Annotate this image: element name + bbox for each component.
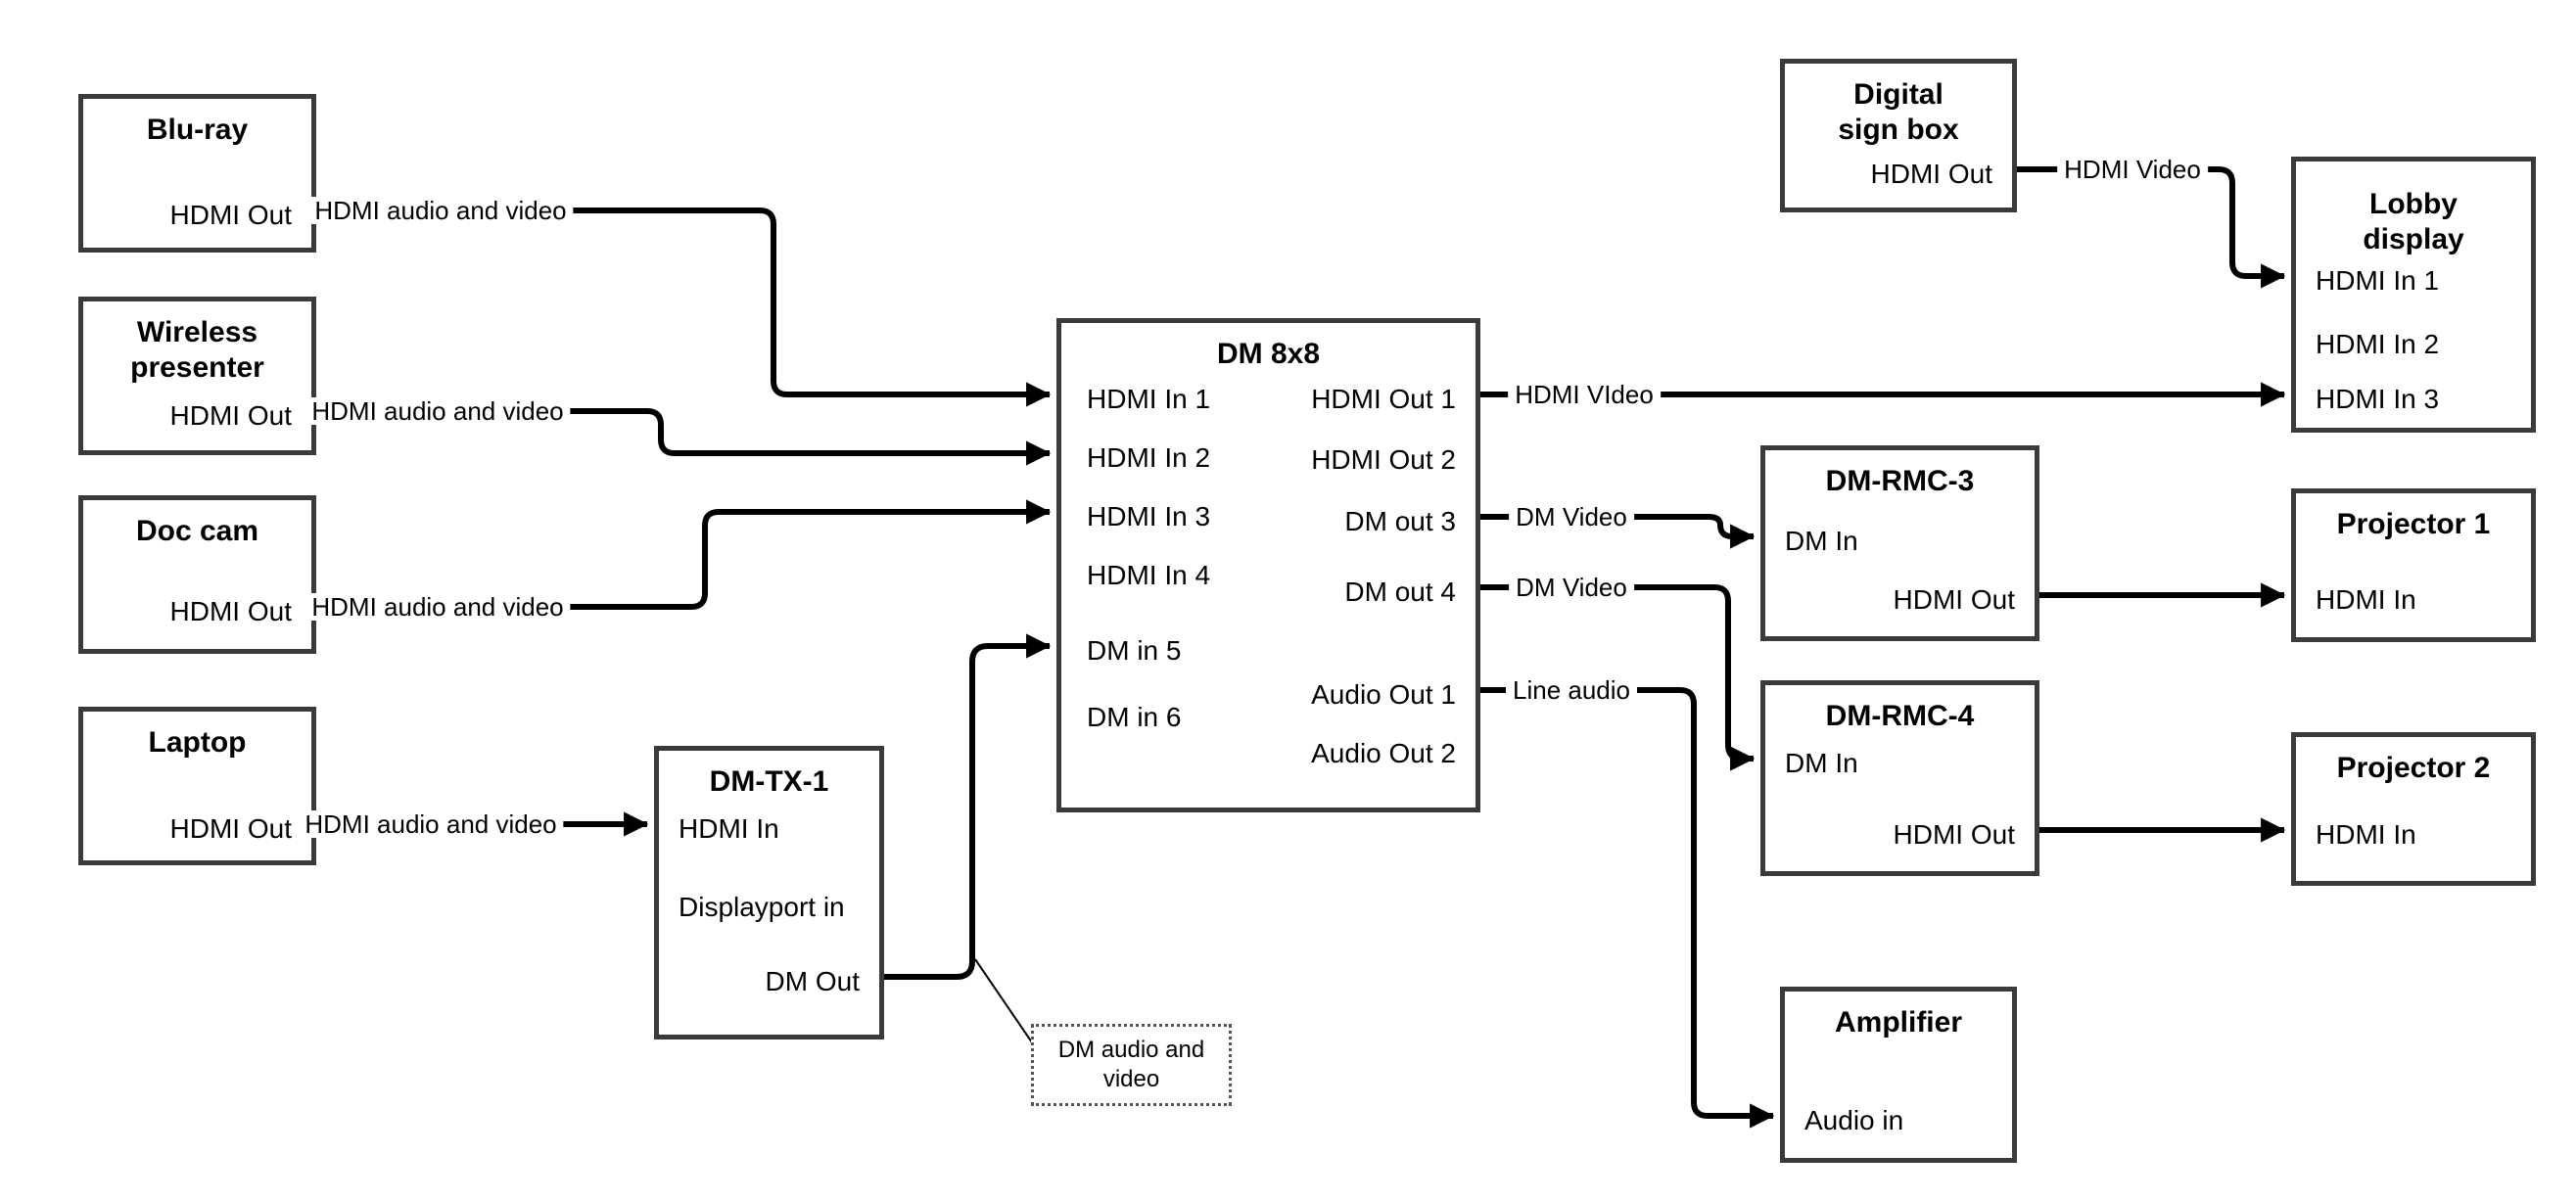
- node-title: Digital sign box: [1838, 78, 1959, 146]
- node-title: Wireless presenter: [130, 316, 264, 384]
- node-dm-rmc-3: DM-RMC-3 DM In HDMI Out: [1760, 445, 2039, 641]
- edge-label-hdmi-av-wireless: HDMI audio and video: [304, 397, 571, 425]
- port-hdmi-in-2: HDMI In 2: [2316, 329, 2440, 359]
- node-title: DM 8x8: [1216, 338, 1321, 370]
- port-dm-in-6: DM in 6: [1087, 702, 1182, 732]
- edge-label-hdmi-av-laptop: HDMI audio and video: [298, 810, 564, 838]
- node-wireless-presenter: Wireless presenter HDMI Out: [78, 297, 316, 455]
- edge-wireless-to-hdmi-in2: [316, 408, 1052, 466]
- port-hdmi-out-2: HDMI Out 2: [1311, 444, 1456, 475]
- node-dm-tx-1: DM-TX-1 HDMI In Displayport in DM Out: [654, 746, 884, 1039]
- port-hdmi-out-1: HDMI Out 1: [1311, 384, 1456, 414]
- node-title: Amplifier: [1834, 1006, 1963, 1039]
- note-text: DM audio and video: [1057, 1037, 1205, 1092]
- port-hdmi-out: HDMI Out: [1870, 159, 1992, 189]
- port-hdmi-in: HDMI In: [2316, 584, 2416, 615]
- edge-dm-out4-to-rmc4: [1480, 584, 1756, 771]
- port-hdmi-out: HDMI Out: [169, 200, 292, 230]
- edge-label-hdmi-video-out1: HDMI VIdeo: [1508, 381, 1661, 408]
- edge-bluray-to-hdmi-in1: [316, 208, 1052, 407]
- edge-label-dm-video-out4: DM Video: [1509, 574, 1634, 601]
- port-audio-in: Audio in: [1804, 1105, 1904, 1135]
- port-dm-in: DM In: [1785, 526, 1858, 556]
- edge-label-dm-video-out3: DM Video: [1509, 503, 1634, 531]
- node-title: Lobby display: [2363, 188, 2464, 255]
- port-audio-out-1: Audio Out 1: [1311, 679, 1456, 710]
- node-lobby-display: Lobby display HDMI In 1 HDMI In 2 HDMI I…: [2291, 157, 2536, 433]
- node-blu-ray: Blu-ray HDMI Out: [78, 94, 316, 253]
- node-digital-sign-box: Digital sign box HDMI Out: [1780, 59, 2017, 212]
- port-dm-in-5: DM in 5: [1087, 635, 1182, 666]
- edge-label-hdmi-av-doccam: HDMI audio and video: [304, 593, 571, 621]
- edge-dmtx-to-dm-in5: [884, 633, 1052, 980]
- port-hdmi-in-2: HDMI In 2: [1087, 442, 1211, 473]
- port-hdmi-out: HDMI Out: [169, 813, 292, 844]
- port-hdmi-in: HDMI In: [679, 813, 779, 844]
- port-dm-out-3: DM out 3: [1344, 506, 1456, 536]
- port-dm-out-4: DM out 4: [1344, 577, 1456, 607]
- port-dm-out: DM Out: [765, 966, 860, 996]
- node-title: Doc cam: [135, 515, 259, 547]
- note-dm-audio-and-video: DM audio and video: [1031, 1024, 1232, 1106]
- node-title: Projector 1: [2336, 508, 2491, 540]
- node-title: Projector 2: [2336, 752, 2491, 784]
- node-projector-2: Projector 2 HDMI In: [2291, 732, 2536, 886]
- port-audio-out-2: Audio Out 2: [1311, 738, 1456, 768]
- node-dm-8x8: DM 8x8 HDMI In 1 HDMI In 2 HDMI In 3 HDM…: [1056, 318, 1480, 812]
- port-hdmi-out: HDMI Out: [1893, 819, 2015, 850]
- port-hdmi-in-1: HDMI In 1: [1087, 384, 1211, 414]
- edge-doccam-to-hdmi-in3: [316, 499, 1052, 610]
- port-dm-in: DM In: [1785, 748, 1858, 778]
- port-hdmi-in-3: HDMI In 3: [2316, 384, 2440, 414]
- node-title: DM-TX-1: [709, 765, 829, 798]
- edge-label-hdmi-video-sign: HDMI Video: [2057, 156, 2208, 183]
- edge-audio-out1-to-amp: [1480, 687, 1775, 1129]
- port-hdmi-in-3: HDMI In 3: [1087, 501, 1211, 531]
- edge-sign-to-lobby: [2017, 166, 2286, 289]
- port-hdmi-in-1: HDMI In 1: [2316, 265, 2440, 296]
- port-hdmi-in-4: HDMI In 4: [1087, 560, 1211, 590]
- port-hdmi-in: HDMI In: [2316, 819, 2416, 850]
- note-callout-line: [974, 958, 1035, 1046]
- node-amplifier: Amplifier Audio in: [1780, 987, 2017, 1163]
- port-hdmi-out: HDMI Out: [169, 400, 292, 431]
- node-doc-cam: Doc cam HDMI Out: [78, 495, 316, 654]
- node-title: DM-RMC-4: [1825, 700, 1975, 732]
- node-title: Blu-ray: [146, 114, 249, 146]
- node-dm-rmc-4: DM-RMC-4 DM In HDMI Out: [1760, 680, 2039, 876]
- port-hdmi-out: HDMI Out: [1893, 584, 2015, 615]
- port-hdmi-out: HDMI Out: [169, 596, 292, 626]
- node-projector-1: Projector 1 HDMI In: [2291, 488, 2536, 642]
- node-title: Laptop: [148, 726, 247, 759]
- edge-label-line-audio: Line audio: [1506, 676, 1637, 704]
- edge-label-hdmi-av-bluray: HDMI audio and video: [307, 197, 574, 224]
- port-displayport-in: Displayport in: [679, 892, 845, 922]
- node-title: DM-RMC-3: [1825, 465, 1975, 497]
- node-laptop: Laptop HDMI Out: [78, 707, 316, 865]
- edge-dm-out3-to-rmc3: [1480, 514, 1756, 549]
